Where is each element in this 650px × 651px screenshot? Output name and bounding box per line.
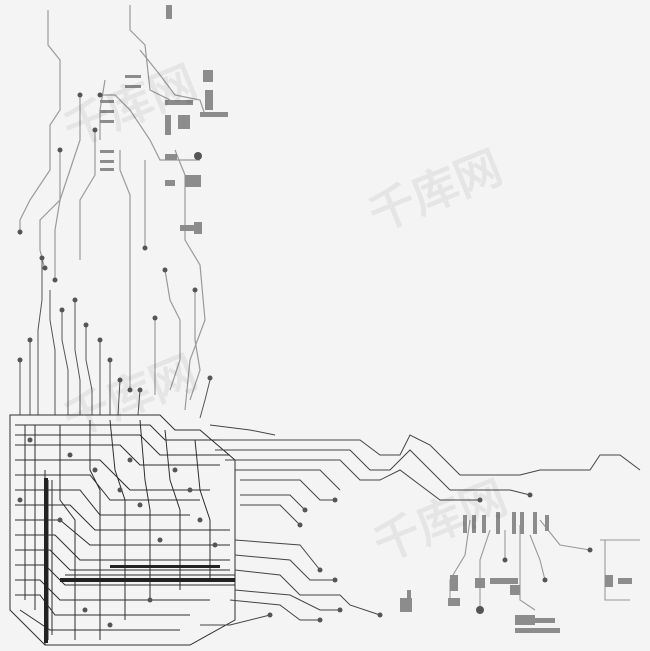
right-light-traces xyxy=(449,519,640,611)
upper-component-pads xyxy=(100,5,228,234)
rightward-traces xyxy=(200,424,641,626)
vertical-mid-traces xyxy=(19,260,211,419)
dense-circuit-cluster xyxy=(9,414,236,646)
upper-light-traces xyxy=(19,5,225,411)
cluster-bus-bars xyxy=(44,478,235,643)
right-component-pads xyxy=(400,512,632,633)
solder-dots xyxy=(17,92,593,628)
